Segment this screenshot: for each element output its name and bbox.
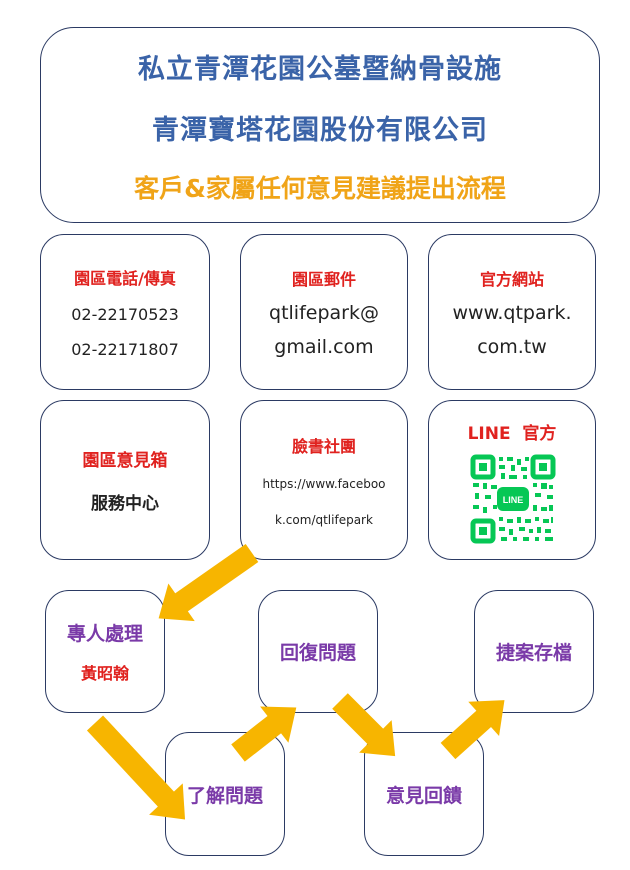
line-official-title: LINE 官方 [467,424,557,444]
step-reply-label: 回復問題 [279,642,356,664]
step-understand-label: 了解問題 [186,784,263,807]
website-url-line2[interactable]: com.tw [477,336,547,358]
line-qr-code[interactable]: LINE [469,453,557,545]
phone-number[interactable]: 02-22170523 [71,305,179,324]
phone-fax-card: 園區電話/傳真 02-22170523 02-22171807 [40,234,210,390]
handler-name: 黃昭翰 [80,664,129,683]
step-feedback-label: 意見回饋 [385,784,462,807]
qr-line-label: LINE [503,495,524,505]
fax-number[interactable]: 02-22171807 [71,340,179,359]
feedback-box-title: 園區意見箱 [82,451,168,471]
step-handling: 專人處理 黃昭翰 [45,590,165,713]
step-handling-label: 專人處理 [66,623,143,645]
email-address-line1[interactable]: qtlifepark@ [269,302,379,324]
qr-code-icon: LINE [469,453,557,545]
phone-fax-title: 園區電話/傳真 [74,269,176,288]
header-title: 私立青潭花園公墓暨納骨設施 [138,54,502,85]
service-center-label: 服務中心 [91,494,159,514]
website-title: 官方網站 [479,270,544,289]
facebook-url-line1[interactable]: https://www.faceboo [262,477,386,491]
facebook-title: 臉書社團 [291,437,356,456]
email-address-line2[interactable]: gmail.com [274,336,374,358]
company-name: 青潭寶塔花園股份有限公司 [152,115,488,146]
step-feedback: 意見回饋 [364,732,484,856]
header-card: 私立青潭花園公墓暨納骨設施 青潭寶塔花園股份有限公司 客戶&家屬任何意見建議提出… [40,27,600,223]
line-official-card: LINE 官方 [428,400,596,560]
website-card: 官方網站 www.qtpark. com.tw [428,234,596,390]
email-title: 園區郵件 [291,270,356,289]
step-archive-label: 捷案存檔 [495,642,572,664]
process-title: 客戶&家屬任何意見建議提出流程 [134,174,506,203]
website-url-line1[interactable]: www.qtpark. [452,302,572,324]
email-card: 園區郵件 qtlifepark@ gmail.com [240,234,408,390]
facebook-card: 臉書社團 https://www.faceboo k.com/qtlifepar… [240,400,408,560]
feedback-box-card: 園區意見箱 服務中心 [40,400,210,560]
facebook-url-line2[interactable]: k.com/qtlifepark [275,513,373,527]
